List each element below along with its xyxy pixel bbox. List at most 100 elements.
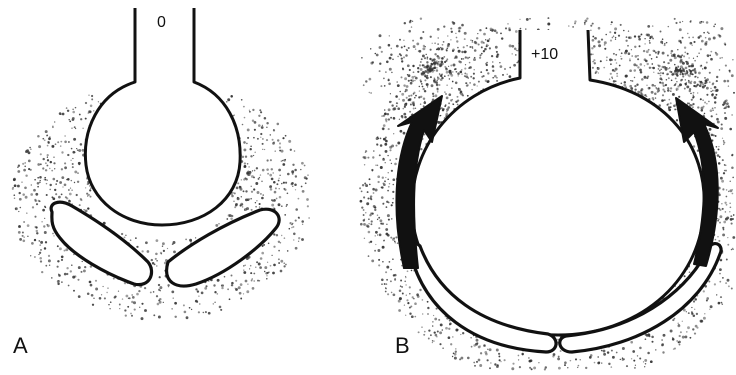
stipple-dot — [411, 76, 414, 79]
stipple-dot — [420, 79, 422, 81]
stipple-dot — [379, 70, 381, 72]
stipple-dot — [302, 190, 305, 193]
stipple-dot — [570, 360, 572, 362]
stipple-dot — [706, 94, 708, 96]
stipple-dot — [248, 166, 250, 168]
stipple-dot — [393, 107, 396, 110]
stipple-dot — [290, 149, 292, 151]
stipple-dot — [666, 79, 668, 81]
stipple-dot — [721, 302, 723, 304]
stipple-dot — [250, 272, 252, 274]
stipple-dot — [606, 59, 608, 61]
stipple-dot — [402, 293, 404, 295]
stipple-dot — [604, 44, 606, 46]
stipple-dot — [730, 181, 731, 182]
stipple-dot — [547, 17, 549, 19]
stipple-dot — [481, 76, 483, 78]
stipple-dot — [415, 95, 417, 97]
stipple-dot — [491, 55, 493, 57]
stipple-dot — [732, 248, 733, 249]
stipple-dot — [381, 278, 384, 281]
stipple-dot — [667, 55, 669, 57]
stipple-dot — [423, 101, 426, 104]
stipple-dot — [615, 39, 616, 40]
stipple-dot — [439, 73, 441, 75]
stipple-dot — [216, 293, 218, 295]
stipple-dot — [450, 64, 452, 66]
stipple-dot — [259, 266, 262, 269]
stipple-dot — [612, 59, 613, 60]
stipple-dot — [388, 83, 391, 86]
stipple-dot — [48, 142, 50, 144]
stipple-dot — [42, 138, 44, 140]
stipple-dot — [464, 38, 466, 40]
stipple-dot — [412, 40, 414, 42]
stipple-dot — [687, 53, 689, 55]
stipple-dot — [372, 61, 374, 63]
stipple-dot — [710, 58, 713, 61]
stipple-dot — [370, 48, 371, 49]
stipple-dot — [156, 260, 158, 262]
stipple-dot — [716, 294, 717, 295]
stipple-dot — [37, 186, 39, 188]
stipple-dot — [384, 143, 387, 146]
stipple-dot — [716, 80, 718, 82]
stipple-dot — [722, 159, 724, 161]
stipple-dot — [131, 315, 133, 317]
stipple-dot — [406, 295, 407, 296]
stipple-dot — [651, 84, 654, 87]
stipple-dot — [191, 309, 192, 310]
stipple-dot — [455, 82, 458, 85]
stipple-dot — [379, 34, 382, 37]
stipple-dot — [375, 53, 377, 55]
stipple-dot — [514, 47, 517, 50]
stipple-dot — [236, 187, 239, 190]
stipple-dot — [396, 145, 398, 147]
stipple-dot — [391, 170, 393, 172]
stipple-dot — [613, 80, 615, 82]
stipple-dot — [215, 224, 218, 227]
stipple-dot — [434, 318, 437, 321]
stipple-dot — [406, 97, 408, 99]
stipple-dot — [74, 275, 76, 277]
stipple-dot — [437, 330, 439, 332]
stipple-dot — [731, 249, 733, 251]
stipple-dot — [450, 39, 451, 40]
stipple-dot — [141, 303, 143, 305]
stipple-dot — [679, 21, 681, 23]
stipple-dot — [275, 151, 276, 152]
stipple-dot — [76, 194, 78, 196]
stipple-dot — [502, 74, 504, 76]
stipple-dot — [454, 357, 457, 360]
stipple-dot — [625, 86, 627, 88]
stipple-dot — [487, 39, 490, 42]
stipple-dot — [667, 89, 670, 92]
stipple-dot — [685, 84, 687, 86]
stipple-dot — [684, 88, 686, 90]
stipple-dot — [476, 37, 478, 39]
stipple-dot — [661, 82, 664, 85]
stipple-dot — [422, 71, 423, 72]
stipple-dot — [606, 56, 608, 58]
panel-label-b: B — [395, 333, 410, 358]
stipple-dot — [70, 270, 72, 272]
stipple-dot — [702, 21, 704, 23]
stipple-dot — [380, 144, 383, 147]
stipple-dot — [401, 46, 403, 48]
stipple-dot — [446, 97, 449, 100]
stipple-dot — [603, 67, 605, 69]
stipple-dot — [46, 165, 48, 167]
stipple-dot — [432, 321, 433, 322]
stipple-dot — [662, 38, 664, 40]
stipple-dot — [361, 57, 363, 59]
stipple-dot — [229, 214, 232, 217]
stipple-dot — [644, 76, 647, 79]
stipple-dot — [437, 63, 440, 66]
stipple-dot — [690, 21, 692, 23]
stipple-dot — [61, 281, 63, 283]
stipple-dot — [77, 279, 79, 281]
stipple-dot — [697, 106, 699, 108]
stipple-dot — [436, 84, 438, 86]
stipple-dot — [213, 303, 214, 304]
stipple-dot — [373, 150, 375, 152]
